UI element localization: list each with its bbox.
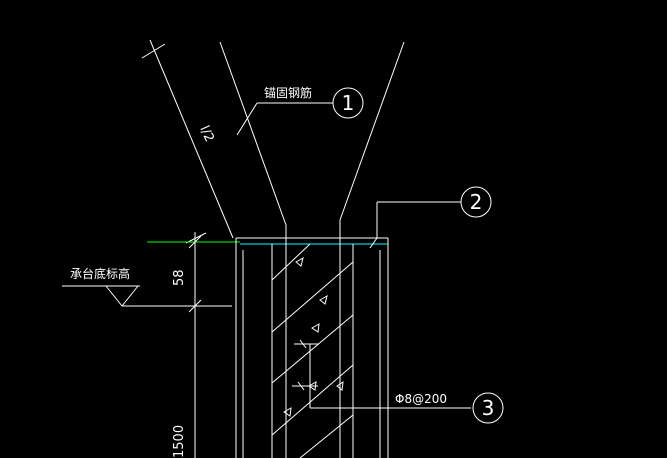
callout-number-3: 3 <box>482 396 495 420</box>
elevation-symbol <box>62 285 232 307</box>
dimension-1500: 1500 <box>172 425 187 458</box>
callout-number-2: 2 <box>470 190 483 214</box>
anchor-rebar-label: 锚固钢筋 <box>264 85 312 100</box>
pile-body-lines <box>235 238 389 458</box>
concrete-hatching <box>271 243 354 458</box>
callout-1-leader <box>236 102 333 136</box>
rebar-dimension-ticks <box>141 43 207 244</box>
cap-bottom-elevation-label: 承台底标高 <box>70 266 130 281</box>
callout-2-leader <box>369 201 461 249</box>
anchor-rebar-lines <box>149 39 405 239</box>
stirrup-marks <box>292 339 318 408</box>
lae-text: l/2 <box>196 124 216 145</box>
dimension-58: 58 <box>172 269 187 286</box>
callout-number-1: 1 <box>342 91 355 115</box>
vertical-dimension <box>188 232 202 458</box>
callout-circle-3 <box>472 392 504 424</box>
aggregate-marks <box>283 256 344 417</box>
callout-circle-2 <box>460 186 492 218</box>
stirrup-label: Φ8@200 <box>395 392 447 406</box>
callout-circle-1 <box>332 87 364 119</box>
